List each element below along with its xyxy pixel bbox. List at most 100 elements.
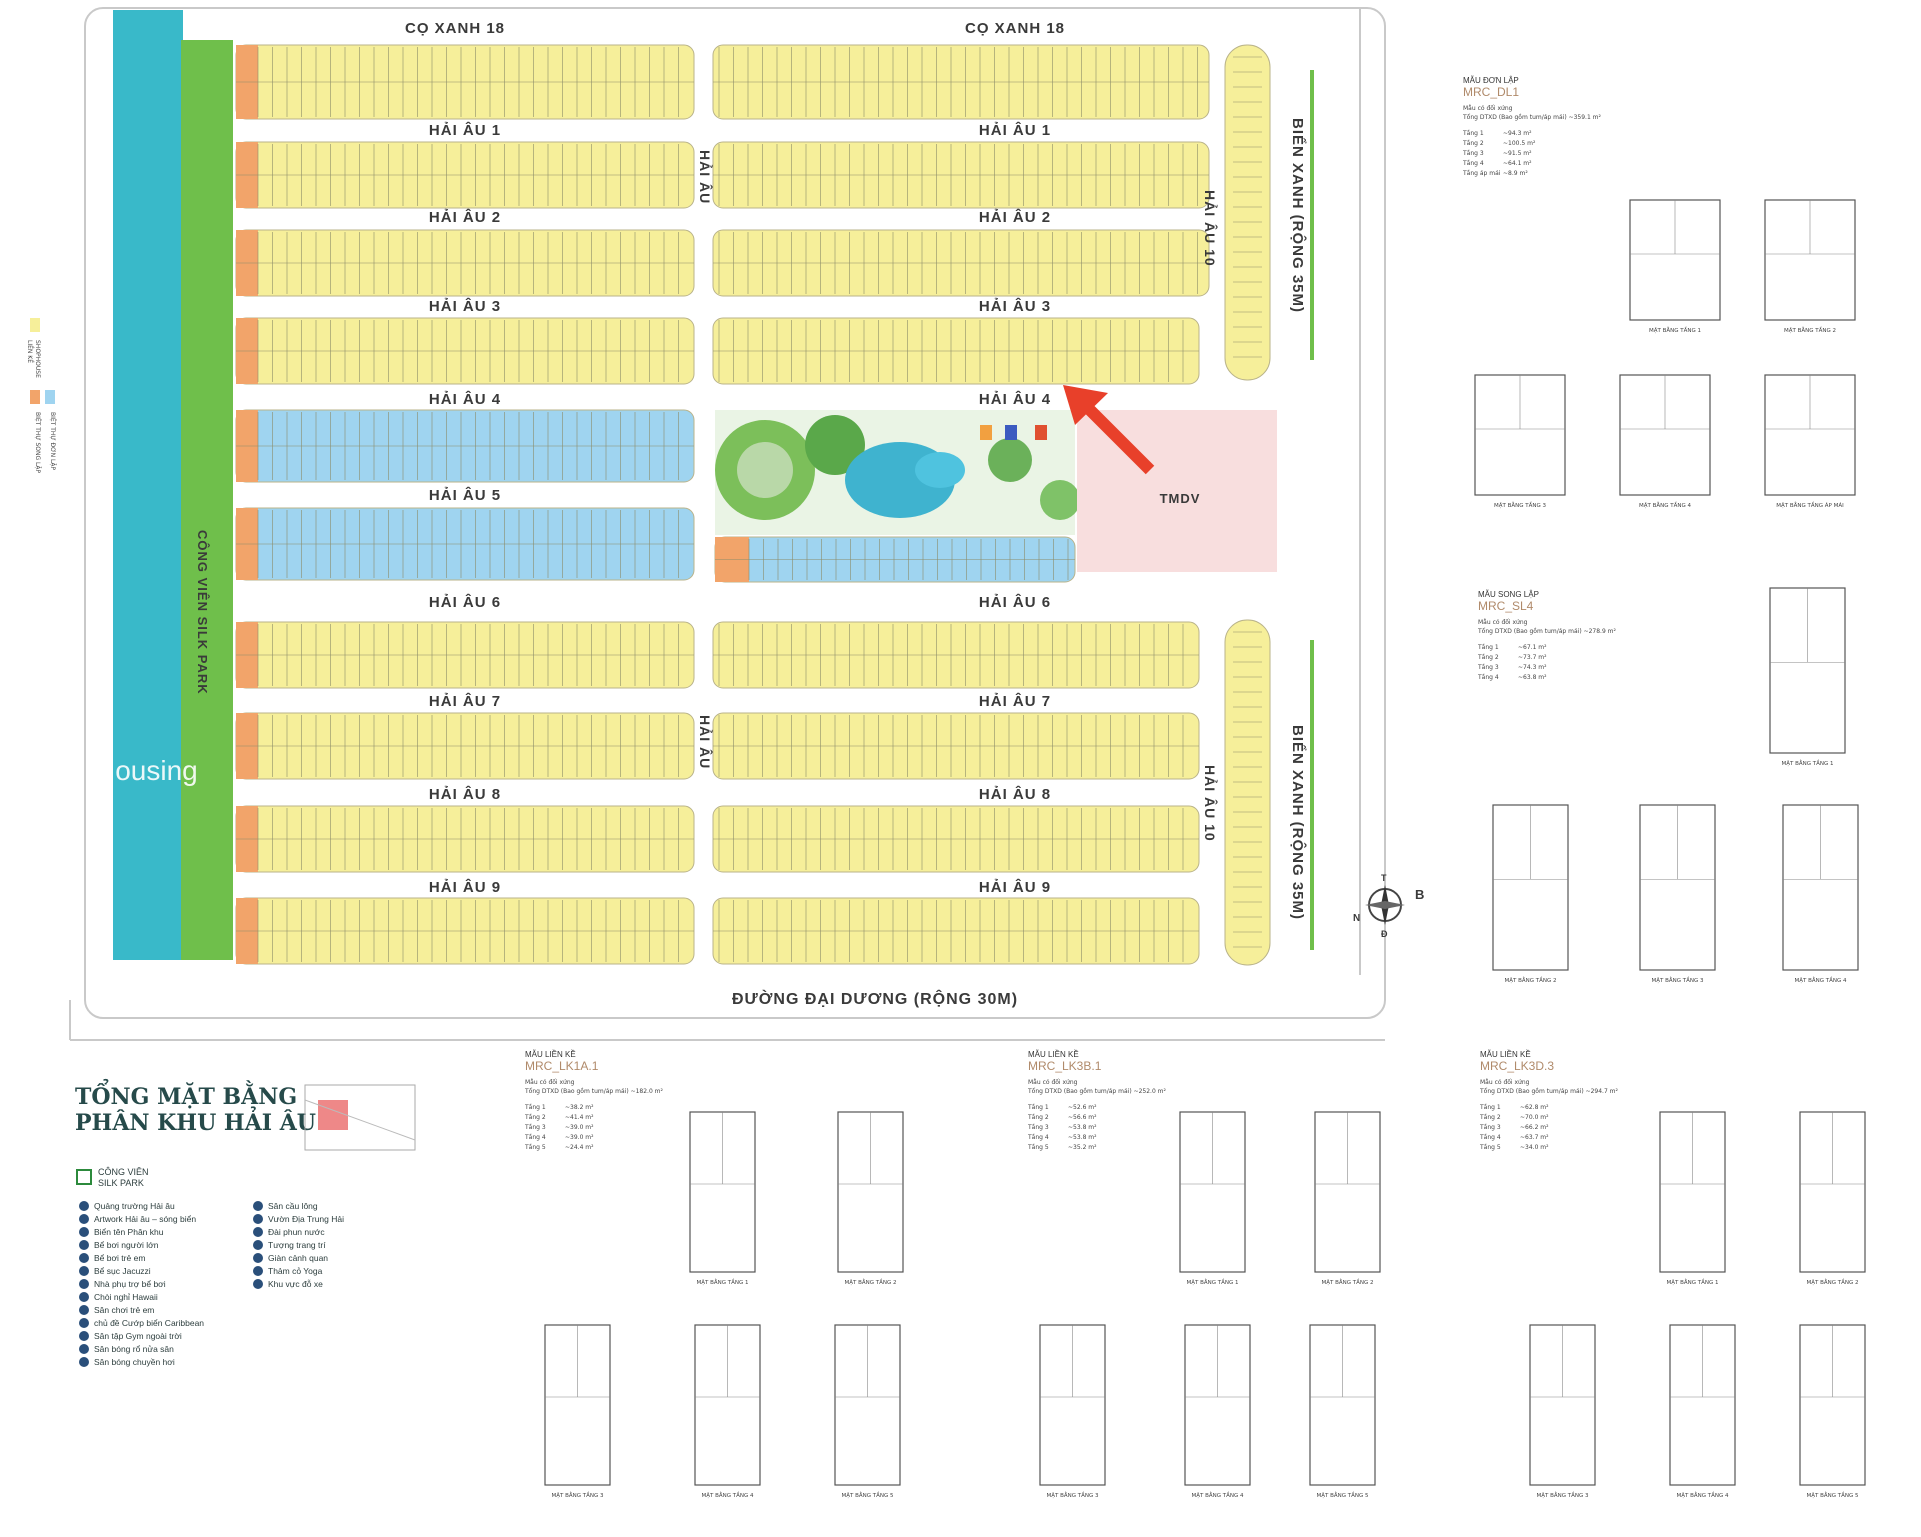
street-hai-au-4-left: HẢI ÂU 4 [429,390,501,408]
floor-area: ~73.7 m² [1518,654,1547,661]
floor-area: ~34.0 m² [1520,1144,1549,1151]
amenity-item: Thảm cỏ Yoga [268,1266,323,1276]
floor-name: Tầng áp mái [1462,169,1501,177]
floor-name: Tầng 3 [1479,1123,1501,1131]
street-hai-au-1-left: HẢI ÂU 1 [429,121,501,139]
park-legend-label-2: SILK PARK [98,1178,144,1188]
street-hai-au-2-left: HẢI ÂU 2 [429,208,501,226]
mini-location-map [304,1084,416,1151]
street-hai-au-7-right: HẢI ÂU 7 [979,692,1051,710]
lot-block [712,897,1200,965]
compass-rose-icon: B N T Đ [1353,873,1424,939]
model-code: MRC_LK1A.1 [525,1059,599,1073]
floor-area: ~74.3 m² [1518,664,1547,671]
floor-name: Tầng 5 [1479,1143,1501,1151]
plan-caption: MẶT BẰNG TẦNG 3 [1494,501,1547,509]
floor-area: ~91.5 m² [1503,150,1532,157]
lot-block [714,536,1076,583]
street-dai-duong: ĐƯỜNG ĐẠI DƯƠNG (RỘNG 30M) [732,989,1018,1008]
floor-name: Tầng 3 [1477,663,1499,671]
plan-caption: MẶT BẰNG TẦNG 2 [844,1278,896,1286]
amenity-item: chủ đề Cướp biển Caribbean [94,1318,204,1328]
park-legend-label-1: CÔNG VIÊN [98,1167,149,1177]
floor-area: ~53.8 m² [1068,1134,1097,1141]
model-code: MRC_DL1 [1463,85,1519,99]
amenity-item: Bể bơi trẻ em [94,1253,145,1263]
floor-area: ~35.2 m² [1068,1144,1097,1151]
mirror-note: Mẫu có đối xứng [525,1079,575,1086]
amenity-item: Nhà phụ trợ bể bơi [94,1279,166,1289]
amenity-number-icon [79,1318,89,1328]
lot-blocks [235,44,1271,966]
plan-caption: MẶT BẰNG TẦNG 4 [1794,976,1847,984]
street-hai-au-3-left: HẢI ÂU 3 [429,297,501,315]
legend-lien-ke: LIỀN KỀ [26,340,34,363]
legend-shophouse: SHOPHOUSE [34,340,41,378]
plan-caption: MẶT BẰNG TẦNG 4 [1676,1491,1729,1499]
plan-caption: MẶT BẰNG TẦNG 1 [1649,326,1701,334]
floor-area: ~52.6 m² [1068,1104,1097,1111]
amenity-item: Khu vực đỗ xe [268,1279,323,1289]
lot-block [235,897,695,965]
street-bien-xanh-top: BIỂN XANH (RỘNG 35M) [1289,118,1307,313]
road-outlines [69,7,1386,1041]
plan-caption: MẶT BẰNG TẦNG 1 [1781,759,1833,767]
street-hai-au-vertical-bottom: HẢI ÂU [697,715,714,769]
street-co-xanh-right: CỌ XANH 18 [965,20,1065,37]
legend-title-2: PHÂN KHU HẢI ÂU [75,1106,316,1136]
total-area: Tổng DTXD (Bao gồm tum/áp mái) ~359.1 m² [1462,113,1602,121]
lot-block [712,141,1210,209]
plan-caption: MẶT BẰNG TẦNG 3 [551,1491,604,1499]
amenity-number-icon [79,1279,89,1289]
lot-block [235,805,695,873]
amenity-number-icon [253,1266,263,1276]
floor-name: Tầng 1 [1027,1103,1049,1111]
amenity-item: Sân tập Gym ngoài trời [94,1331,182,1341]
floor-area: ~67.1 m² [1518,644,1547,651]
mirror-note: Mẫu có đối xứng [1028,1079,1078,1086]
legend-song-lap: BIỆT THỰ SONG LẬP [34,412,42,474]
plan-caption: MẶT BẰNG TẦNG 5 [1316,1491,1369,1499]
street-bien-xanh-bottom: BIỂN XANH (RỘNG 35M) [1289,725,1307,920]
lot-type-legend: SHOPHOUSE LIỀN KỀ BIỆT THỰ SONG LẬP BIỆT… [26,318,57,474]
amenity-number-icon [79,1214,89,1224]
floor-name: Tầng 1 [1462,129,1484,137]
plan-caption: MẶT BẰNG TẦNG 4 [1639,501,1692,509]
mirror-note: Mẫu có đối xứng [1480,1079,1530,1086]
lot-block [712,44,1210,120]
floor-area: ~63.7 m² [1520,1134,1549,1141]
floor-area: ~64.1 m² [1503,160,1532,167]
model-type: MẪU SONG LẬP [1478,590,1539,599]
model-code: MRC_LK3B.1 [1028,1059,1102,1073]
plan-caption: MẶT BẰNG TẦNG 1 [1186,1278,1238,1286]
model-code: MRC_SL4 [1478,599,1534,613]
floor-area: ~38.2 m² [565,1104,594,1111]
floor-name: Tầng 2 [1479,1113,1501,1121]
amenity-number-icon [79,1253,89,1263]
amenity-number-icon [79,1240,89,1250]
lot-block [712,229,1210,297]
amenity-number-icon [79,1201,89,1211]
lot-block [712,317,1200,385]
lot-block [235,44,695,120]
street-hai-au-9-right: HẢI ÂU 9 [979,878,1051,896]
amenity-number-icon [253,1201,263,1211]
street-hai-au-2-right: HẢI ÂU 2 [979,208,1051,226]
floor-name: Tầng 3 [524,1123,546,1131]
amenity-item: Giàn cảnh quan [268,1253,328,1263]
street-hai-au-10-bottom: HẢI ÂU 10 [1202,765,1219,842]
amenity-item: Quảng trường Hải âu [94,1201,175,1211]
floor-name: Tầng 2 [1027,1113,1049,1121]
street-hai-au-9-left: HẢI ÂU 9 [429,878,501,896]
amenity-number-icon [79,1305,89,1315]
plan-caption: MẶT BẰNG TẦNG 3 [1536,1491,1589,1499]
total-area: Tổng DTXD (Bao gồm tum/áp mái) ~252.0 m² [1027,1087,1167,1095]
amenity-number-icon [79,1266,89,1276]
plan-caption: MẶT BẰNG TẦNG 3 [1651,976,1704,984]
lot-block [235,229,695,297]
amenity-number-icon [253,1279,263,1289]
